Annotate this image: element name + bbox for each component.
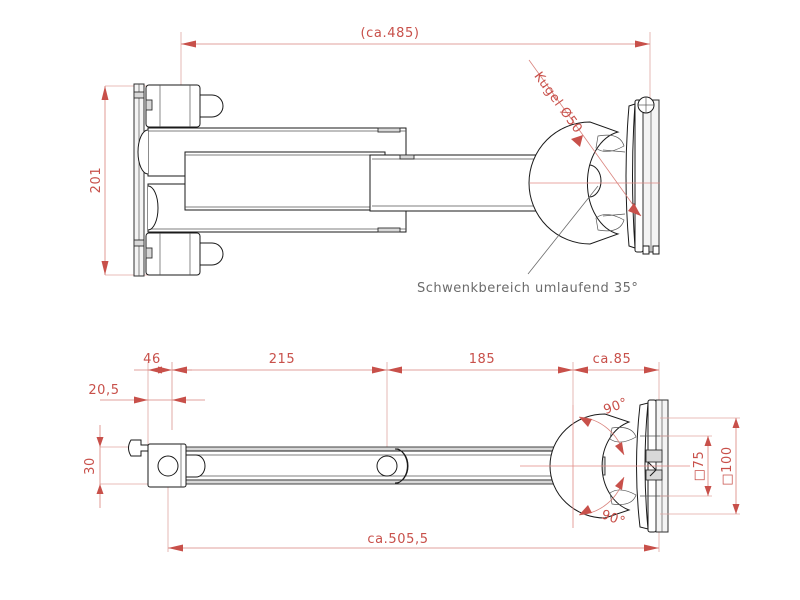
- dim-angle-90-top: [578, 416, 625, 456]
- dim-185: [387, 362, 574, 405]
- dim-label-ball-diameter: Kugel Ø50: [531, 69, 586, 136]
- dim-20-5: [100, 396, 205, 404]
- wall-plate-top-view: [625, 96, 660, 255]
- side-view-group: [96, 362, 740, 552]
- dim-label-plate-75: □75: [692, 451, 707, 482]
- pivot-housing-left: [147, 443, 206, 488]
- dim-label-201: 201: [89, 167, 104, 194]
- top-view-group: [101, 32, 660, 277]
- dim-label-overall-485: (ca.485): [360, 26, 419, 41]
- dim-215: [171, 362, 388, 450]
- dim-label-plate-100: □100: [720, 446, 735, 486]
- leader-swivel-note: [527, 185, 599, 275]
- dim-angle-90-bottom: [578, 476, 625, 516]
- dim-ca85: [573, 362, 660, 420]
- joint-centerline-vertical: [520, 405, 690, 528]
- dim-label-total-505-5: ca.505,5: [367, 532, 428, 547]
- dim-height-201: [101, 85, 150, 276]
- joint-middle: [376, 448, 409, 484]
- wall-mount-rail: [133, 83, 145, 277]
- dim-46: [134, 362, 192, 450]
- pivot-block-lower: [145, 232, 224, 276]
- dim-plate-100: [660, 417, 740, 515]
- dim-label-46: 46: [143, 352, 161, 367]
- dim-label-30: 30: [83, 457, 98, 475]
- dim-label-ca85: ca.85: [593, 352, 632, 367]
- dim-label-215: 215: [269, 352, 296, 367]
- end-knob-left: [128, 439, 149, 457]
- dim-label-angle-90-top: 90°: [602, 395, 630, 418]
- dim-label-20-5: 20,5: [88, 383, 119, 398]
- note-label-swivel-range: Schwenkbereich umlaufend 35°: [417, 281, 638, 296]
- pivot-block-upper: [145, 84, 224, 128]
- center-link-block: [184, 151, 386, 211]
- dim-ball-diameter: [528, 59, 642, 217]
- dim-label-185: 185: [469, 352, 496, 367]
- dim-plate-75: [660, 435, 712, 497]
- main-bar-side: [149, 446, 581, 485]
